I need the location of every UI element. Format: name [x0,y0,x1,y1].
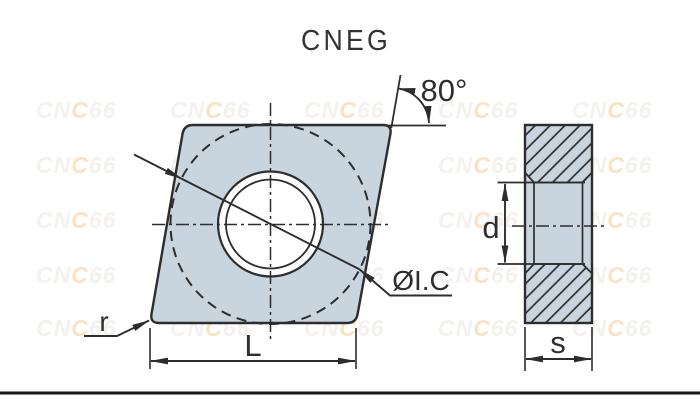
ic-dimension-label: ØI.C [392,265,450,296]
thickness-label: s [550,325,566,360]
watermark-text: CNC66 [36,262,117,288]
watermark-text: CNC66 [36,207,117,233]
thickness-dimension: s [524,325,593,371]
watermark-text: CNC66 [36,152,117,178]
angle-label: 80° [421,73,468,108]
watermark-text: CNC66 [170,97,251,123]
watermark-text: CNC66 [304,97,385,123]
watermark-text: CNC66 [438,97,519,123]
side-view: d s [482,123,606,371]
page-title: CNEG [301,25,391,57]
angle-arc [397,87,432,124]
hole-diameter-dimension: d [482,183,509,264]
length-dimension: L [149,328,357,369]
length-label: L [244,328,261,363]
watermark-text: CNC66 [438,152,519,178]
angle-dimension: 80° [384,73,468,129]
watermark-text: CNC66 [438,262,519,288]
front-view: ØI.C 80° r L [84,73,467,369]
watermark-text: CNC66 [438,315,519,341]
watermark-text: CNC66 [36,97,117,123]
hatch-bottom [524,263,593,324]
ic-dimension: ØI.C [133,153,452,297]
watermark-text: CNC66 [572,97,653,123]
corner-radius-dimension: r [84,306,150,337]
watermark-text: CNC66 [438,207,519,233]
corner-radius-label: r [99,306,108,337]
hatch-top [524,124,593,184]
hole-diameter-label: d [482,210,499,245]
angle-extension-slanted [390,74,402,129]
